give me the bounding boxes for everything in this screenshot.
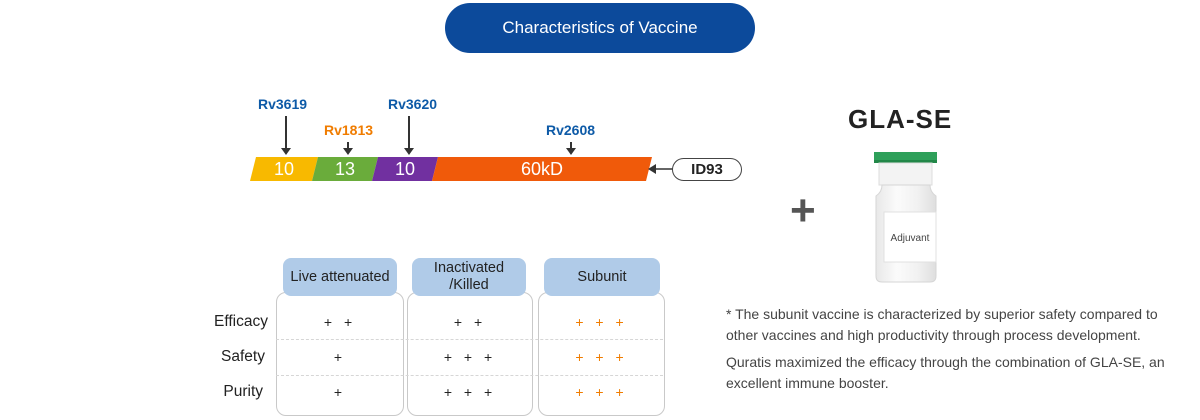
page-title: Characteristics of Vaccine: [502, 18, 698, 37]
plus-icon: +: [790, 186, 816, 235]
cell-efficacy-subunit: + + +: [575, 314, 628, 330]
row-label-efficacy: Efficacy: [214, 313, 268, 330]
segment-rv2608: 60kD: [432, 157, 652, 181]
title-pill: Characteristics of Vaccine: [445, 3, 755, 53]
vial-icon: [874, 152, 937, 283]
arrow-rv2608-icon: [567, 142, 575, 155]
cell-efficacy-live: + +: [323, 314, 357, 330]
note-subunit: * The subunit vaccine is characterized b…: [726, 306, 1158, 343]
column-header-subunit: Subunit: [544, 258, 660, 296]
vial-label: Adjuvant: [890, 233, 930, 244]
segment-rv3619: 10: [250, 157, 318, 181]
column-header-live: Live attenuated: [283, 258, 397, 296]
cell-safety-live: +: [333, 349, 347, 365]
arrow-rv3619-icon: [282, 116, 290, 155]
cell-safety-inactivated: + + +: [443, 349, 497, 365]
cell-safety-subunit: + + +: [575, 349, 628, 365]
gene-label-rv1813: Rv1813: [324, 122, 374, 138]
id93-badge: ID93: [672, 158, 742, 181]
cell-purity-live: +: [333, 384, 347, 400]
row-label-purity: Purity: [223, 383, 263, 400]
cell-purity-subunit: + + +: [575, 384, 628, 400]
row-label-safety: Safety: [221, 348, 265, 365]
note-quratis: Quratis maximized the efficacy through t…: [726, 354, 1165, 391]
adjuvant-title: GLA-SE: [848, 104, 953, 134]
cell-purity-inactivated: + + +: [443, 384, 497, 400]
arrow-left-icon: [648, 164, 673, 174]
cell-efficacy-inactivated: + +: [453, 314, 487, 330]
arrow-rv3620-icon: [405, 116, 413, 155]
arrow-rv1813-icon: [344, 142, 352, 155]
gene-label-rv3619: Rv3619: [258, 96, 308, 112]
row-separator: [276, 375, 663, 376]
gene-label-rv2608: Rv2608: [546, 122, 596, 138]
column-box-inactivated: [407, 292, 533, 416]
row-separator: [276, 339, 663, 340]
gene-label-rv3620: Rv3620: [388, 96, 438, 112]
column-header-inactivated: Inactivated /Killed: [412, 258, 526, 296]
segment-rv3620: 10: [372, 157, 438, 181]
segment-rv1813: 13: [312, 157, 378, 181]
column-box-live: [276, 292, 404, 416]
